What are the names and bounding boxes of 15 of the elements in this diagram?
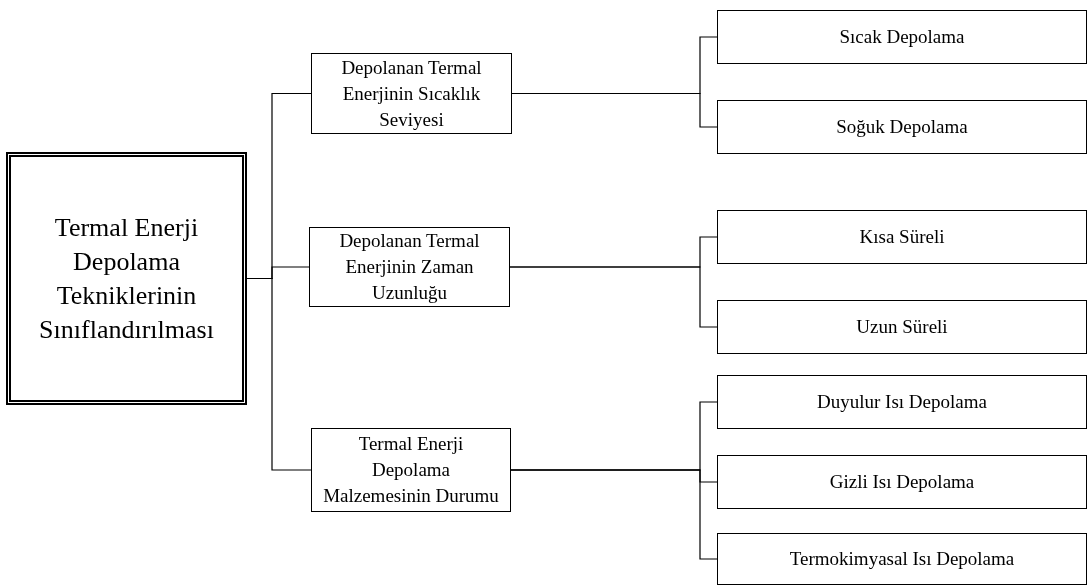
- category-box: Termal Enerji Depolama Malzemesinin Durumu: [311, 428, 511, 512]
- category-box: Duyulur Isı Depolama: [717, 375, 1087, 429]
- category-box: Uzun Süreli: [717, 300, 1087, 354]
- connector-line: [246, 277, 312, 471]
- category-box: Sıcak Depolama: [717, 10, 1087, 64]
- root-box: Termal Enerji Depolama Tekniklerinin Sınıflandırılması: [6, 152, 247, 405]
- connector-line: [511, 92, 718, 128]
- category-box: Kısa Süreli: [717, 210, 1087, 264]
- category-box: Soğuk Depolama: [717, 100, 1087, 154]
- connector-line: [509, 266, 718, 328]
- category-box: Termokimyasal Isı Depolama: [717, 533, 1087, 585]
- category-box: Gizli Isı Depolama: [717, 455, 1087, 509]
- connector-line: [510, 469, 718, 560]
- category-box: Depolanan Termal Enerjinin Zaman Uzunluğu: [309, 227, 510, 307]
- category-box: Depolanan Termal Enerjinin Sıcaklık Seviyesi: [311, 53, 512, 134]
